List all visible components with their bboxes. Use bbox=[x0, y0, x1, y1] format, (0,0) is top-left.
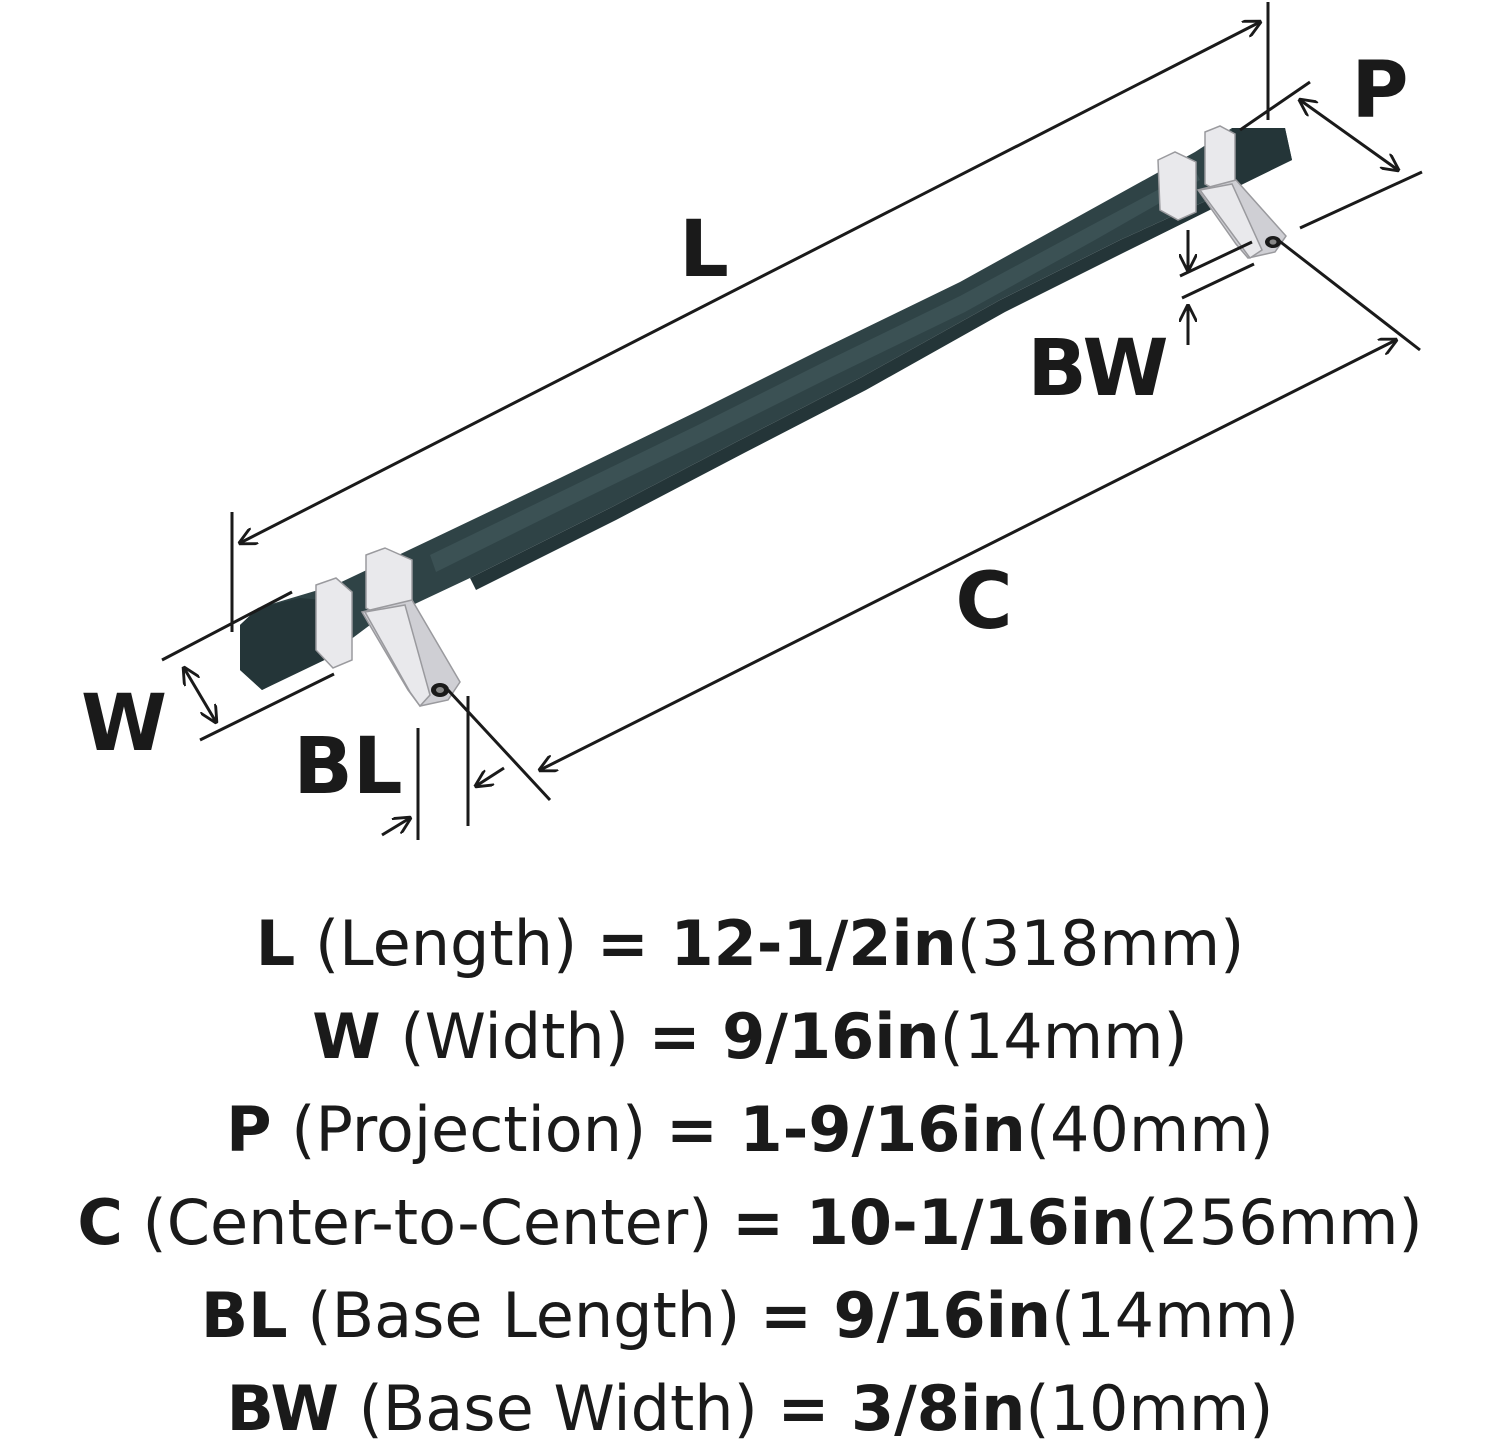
dimension-spec-list: L (Length) = 12-1/2in(318mm) W (Width) =… bbox=[0, 897, 1500, 1455]
spec-row-base-width: BW (Base Width) = 3/8in(10mm) bbox=[0, 1362, 1500, 1455]
spec-imperial: 1-9/16in bbox=[739, 1093, 1026, 1166]
spec-row-length: L (Length) = 12-1/2in(318mm) bbox=[0, 897, 1500, 990]
spec-description: (Center-to-Center) bbox=[122, 1186, 733, 1259]
spec-equals: = bbox=[596, 907, 671, 980]
spec-imperial: 10-1/16in bbox=[805, 1186, 1136, 1259]
spec-row-projection: P (Projection) = 1-9/16in(40mm) bbox=[0, 1083, 1500, 1176]
length-label: L bbox=[679, 205, 729, 295]
center-to-center-label: C bbox=[955, 557, 1012, 647]
base-length-arrow-left bbox=[381, 818, 410, 837]
cabinet-pull-handle bbox=[240, 125, 1292, 708]
left-base-post bbox=[315, 547, 461, 708]
spec-abbr: BL bbox=[200, 1279, 288, 1352]
spec-equals: = bbox=[777, 1372, 852, 1445]
projection-dimension-line bbox=[1300, 100, 1398, 170]
spec-equals: = bbox=[648, 1000, 723, 1073]
center-extension-left bbox=[446, 688, 552, 802]
base-width-extension-bottom bbox=[1181, 262, 1255, 300]
projection-extension-bottom bbox=[1299, 170, 1423, 230]
spec-metric: (40mm) bbox=[1025, 1093, 1274, 1166]
spec-imperial: 3/8in bbox=[851, 1372, 1026, 1445]
spec-metric: (14mm) bbox=[939, 1000, 1188, 1073]
spec-description: (Base Width) bbox=[338, 1372, 778, 1445]
spec-metric: (318mm) bbox=[956, 907, 1245, 980]
right-end-cap bbox=[1232, 128, 1292, 188]
spec-equals: = bbox=[732, 1186, 806, 1259]
spec-row-center-to-center: C (Center-to-Center) = 10-1/16in(256mm) bbox=[0, 1176, 1500, 1269]
spec-description: (Base Length) bbox=[287, 1279, 760, 1352]
spec-equals: = bbox=[760, 1279, 834, 1352]
length-dimension-line bbox=[240, 22, 1260, 543]
spec-imperial: 9/16in bbox=[722, 1000, 940, 1073]
handle-dimension-diagram: L P BW C W BL bbox=[81, 2, 1423, 840]
projection-label: P bbox=[1351, 46, 1408, 136]
spec-metric: (256mm) bbox=[1135, 1186, 1423, 1259]
spec-equals: = bbox=[665, 1093, 740, 1166]
base-length-label: BL bbox=[293, 722, 402, 812]
width-extension-bottom bbox=[199, 672, 335, 742]
width-extension-top bbox=[161, 590, 293, 662]
spec-abbr: BW bbox=[226, 1372, 339, 1445]
base-width-label: BW bbox=[1027, 324, 1168, 414]
spec-row-base-length: BL (Base Length) = 9/16in(14mm) bbox=[0, 1269, 1500, 1362]
spec-row-width: W (Width) = 9/16in(14mm) bbox=[0, 990, 1500, 1083]
spec-abbr: C bbox=[77, 1186, 123, 1259]
spec-description: (Projection) bbox=[271, 1093, 666, 1166]
left-end-cap bbox=[240, 598, 335, 690]
spec-imperial: 12-1/2in bbox=[670, 907, 957, 980]
spec-metric: (14mm) bbox=[1051, 1279, 1300, 1352]
center-dimension-line bbox=[540, 340, 1396, 770]
spec-abbr: L bbox=[255, 907, 296, 980]
spec-description: (Width) bbox=[380, 1000, 649, 1073]
spec-imperial: 9/16in bbox=[833, 1279, 1052, 1352]
spec-abbr: W bbox=[312, 1000, 381, 1073]
base-length-arrow-right bbox=[476, 766, 505, 786]
dimension-lines bbox=[161, 2, 1423, 840]
projection-extension-top bbox=[1239, 80, 1311, 132]
spec-metric: (10mm) bbox=[1025, 1372, 1274, 1445]
spec-abbr: P bbox=[226, 1093, 272, 1166]
width-label: W bbox=[81, 679, 167, 769]
center-extension-right bbox=[1277, 238, 1421, 352]
spec-description: (Length) bbox=[295, 907, 597, 980]
width-dimension-line bbox=[184, 668, 216, 722]
